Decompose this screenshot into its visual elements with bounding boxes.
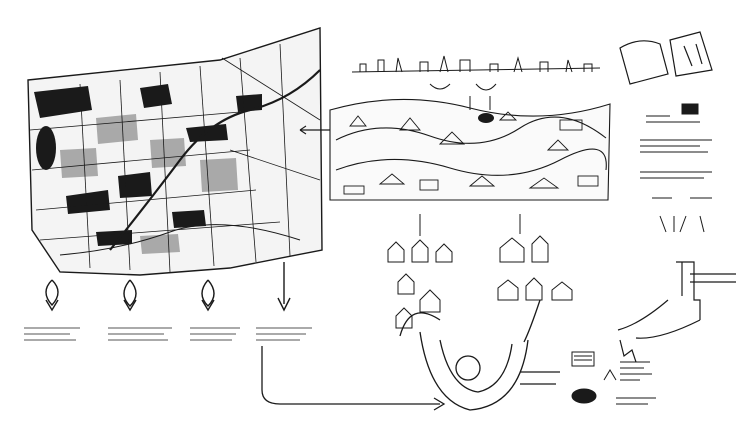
process-arrows — [45, 262, 291, 312]
hand-sketch — [619, 31, 713, 85]
arrow-down-1 — [45, 279, 59, 312]
arrow-down-3 — [201, 279, 215, 312]
right-symbols — [640, 103, 712, 233]
map-dark-blocks — [34, 84, 262, 246]
building-cluster-left — [387, 239, 453, 329]
settlement-map — [27, 27, 323, 276]
tower-structure — [617, 261, 736, 363]
map-river — [109, 69, 321, 251]
caption-scribbles — [24, 327, 312, 341]
map-streets — [29, 43, 321, 273]
arrow-down-4 — [277, 262, 291, 312]
bottom-right-objects — [571, 351, 656, 405]
building-cluster-right — [497, 235, 573, 301]
landscape-panorama — [299, 98, 611, 201]
map-shaded-blocks — [60, 114, 238, 254]
convergence-basin — [261, 299, 560, 411]
landscape-details — [343, 111, 599, 195]
building-clusters — [387, 214, 573, 329]
arrow-down-2 — [123, 279, 137, 312]
skyline-strip — [351, 55, 601, 110]
dark-object — [571, 388, 597, 404]
